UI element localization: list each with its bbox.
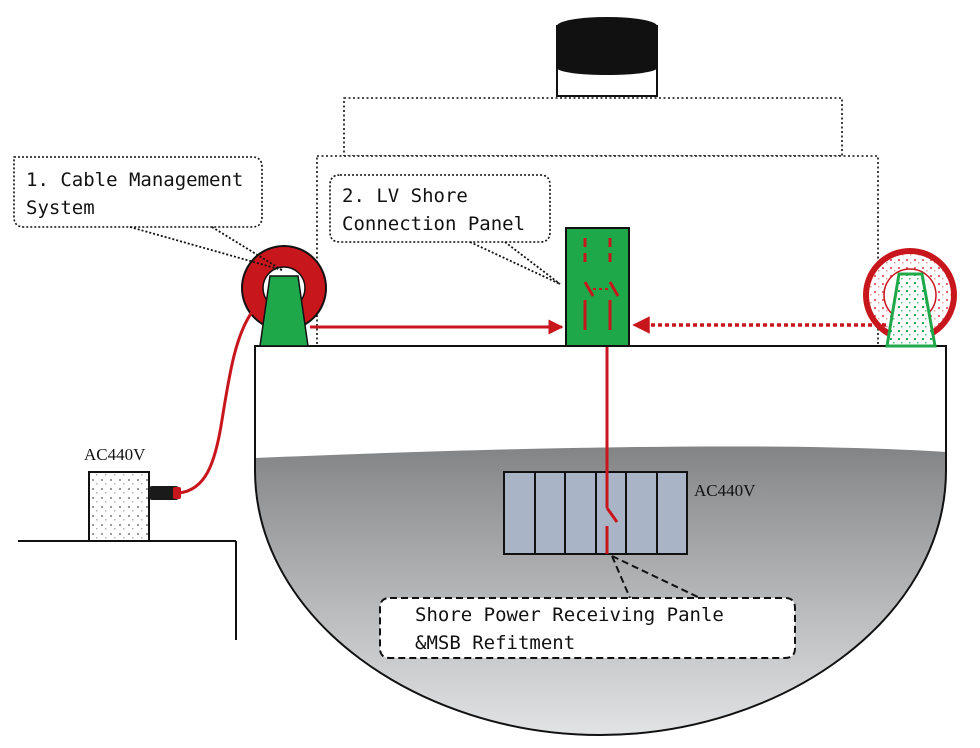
callout-cable-management-line1: 1. Cable Management [26, 169, 243, 191]
breaker-switch-icon [605, 346, 619, 554]
shore-socket-icon [88, 471, 181, 542]
callout-cable-management-line2: System [26, 197, 95, 219]
upper-deckhouse [343, 97, 843, 157]
callout-receiving-panel-line1: Shore Power Receiving Panle [415, 604, 724, 626]
callout-lv-panel-line2: Connection Panel [342, 213, 525, 235]
callout-lv-panel: 2. LV Shore Connection Panel [329, 174, 561, 285]
msb-voltage-label: AC440V [694, 481, 756, 500]
funnel [556, 17, 658, 97]
cable-reel-alt-icon [863, 248, 957, 348]
main-switchboard [503, 471, 688, 555]
lv-shore-connection-panel [565, 227, 630, 347]
shore-cable [178, 311, 254, 495]
callout-receiving-panel: Shore Power Receiving Panle &MSB Refitme… [379, 555, 796, 659]
callout-receiving-panel-line2: &MSB Refitment [415, 632, 575, 654]
shore-voltage-label: AC440V [84, 445, 146, 464]
callout-lv-panel-line1: 2. LV Shore [342, 185, 468, 207]
cable-reel-icon [241, 245, 327, 347]
quay-edge [18, 540, 237, 640]
callout-cable-management: 1. Cable Management System [13, 156, 283, 271]
